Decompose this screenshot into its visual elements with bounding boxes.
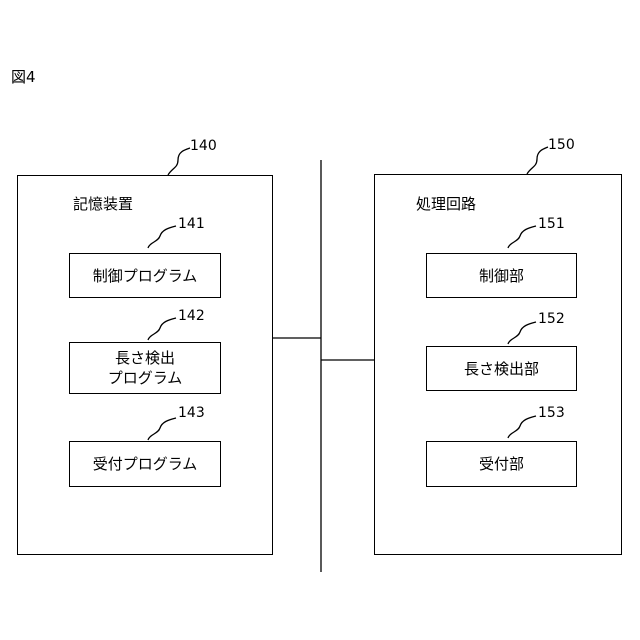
ref-153: 153 <box>538 405 565 421</box>
ref-141: 141 <box>178 216 205 232</box>
leader-150 <box>527 147 548 174</box>
control-unit-label: 制御部 <box>479 266 524 286</box>
ref-152: 152 <box>538 311 565 327</box>
ref-143: 143 <box>178 405 205 421</box>
memory-device-title: 記憶装置 <box>73 193 133 214</box>
ref-151: 151 <box>538 216 565 232</box>
ref-142: 142 <box>178 308 205 324</box>
control-program-box: 制御プログラム <box>69 253 221 298</box>
reception-unit-box: 受付部 <box>426 441 577 487</box>
figure-label: 図4 <box>11 66 36 87</box>
length-detection-program-label-line1: 長さ検出 <box>115 348 175 368</box>
reception-unit-label: 受付部 <box>479 454 524 474</box>
length-detection-program-label-line2: プログラム <box>108 368 183 388</box>
length-detection-program-box: 長さ検出 プログラム <box>69 342 221 394</box>
ref-140: 140 <box>190 138 217 154</box>
control-unit-box: 制御部 <box>426 253 577 298</box>
reception-program-label: 受付プログラム <box>93 454 198 474</box>
ref-150: 150 <box>548 137 575 153</box>
length-detection-unit-label: 長さ検出部 <box>464 359 539 379</box>
processing-circuit-title: 処理回路 <box>416 193 476 214</box>
control-program-label: 制御プログラム <box>93 266 198 286</box>
length-detection-unit-box: 長さ検出部 <box>426 346 577 391</box>
leader-140 <box>168 148 190 175</box>
reception-program-box: 受付プログラム <box>69 441 221 487</box>
